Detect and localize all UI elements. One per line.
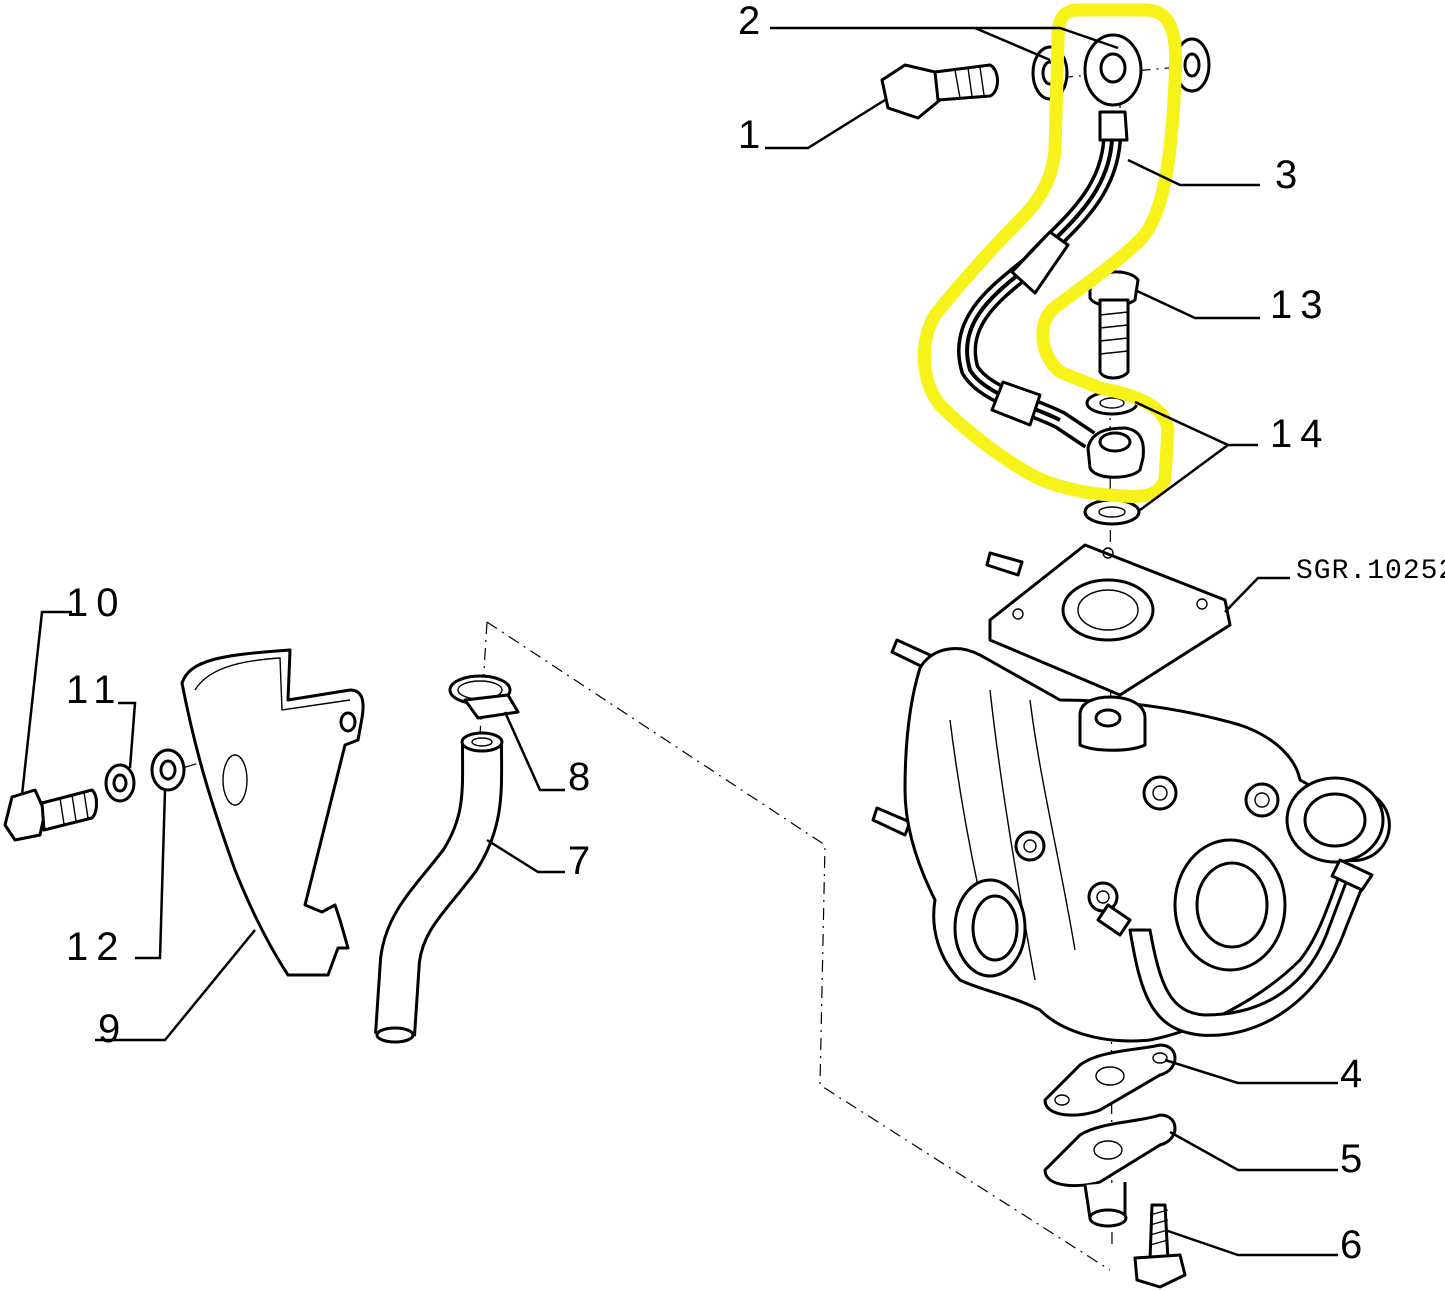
turbocharger [871, 543, 1391, 1043]
callout-4: 4 [1340, 1052, 1362, 1096]
part-6-bolt [1133, 1203, 1187, 1289]
callout-5: 5 [1340, 1137, 1362, 1181]
callout-labels: 1 2 3 4 5 6 7 8 9 10 11 12 13 14 SGR.102… [66, 0, 1445, 1267]
callout-1: 1 [738, 113, 760, 157]
part-4-gasket [1043, 1043, 1177, 1117]
part-13-banjo-bolt [1088, 270, 1140, 380]
callout-9: 9 [98, 1007, 120, 1051]
part-3-oil-feed-pipe [957, 33, 1145, 479]
callout-14: 14 [1270, 412, 1331, 456]
callout-13: 13 [1270, 283, 1331, 327]
part-9-heat-shield [180, 648, 365, 977]
part-8-hose-clamp [448, 674, 520, 720]
part-5-return-flange [1043, 1113, 1177, 1228]
part-1-banjo-bolt [880, 63, 999, 120]
callout-2: 2 [738, 0, 760, 43]
reference-code: SGR.10252 [1296, 556, 1445, 587]
callout-6: 6 [1340, 1223, 1362, 1267]
part-12-washer [150, 748, 186, 792]
callout-10: 10 [66, 581, 127, 625]
leader-lines [20, 26, 1338, 1257]
callout-3: 3 [1275, 153, 1297, 197]
highlight-outline [917, 3, 1183, 503]
callout-7: 7 [568, 839, 590, 883]
part-10-bolt [3, 788, 98, 842]
part-11-washer [104, 763, 136, 803]
callout-12: 12 [66, 925, 127, 969]
part-7-hose [374, 731, 504, 1044]
callout-11: 11 [66, 668, 124, 712]
callout-8: 8 [568, 755, 590, 799]
